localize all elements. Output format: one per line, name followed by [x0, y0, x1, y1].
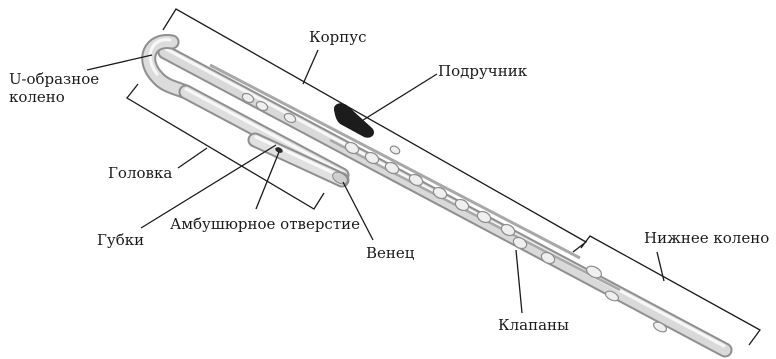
head-joint-pointer [178, 148, 207, 168]
label-embouchure-hole: Амбушюрное отверстие [170, 215, 360, 233]
body-pointer [303, 50, 318, 84]
label-thumb-rest: Подручник [438, 62, 527, 80]
label-head-joint: Головка [108, 164, 172, 182]
label-crown: Венец [366, 244, 414, 262]
thumb-rest-pointer [360, 74, 437, 122]
keys-pointer [516, 250, 522, 313]
label-lip-plate: Губки [97, 231, 144, 249]
label-u-bend: U-образное колено [9, 70, 119, 106]
label-foot-joint: Нижнее колено [644, 229, 769, 247]
label-keys: Клапаны [498, 316, 569, 334]
foot-joint-pointer [657, 252, 664, 281]
label-body: Корпус [309, 28, 366, 46]
embouchure-pointer [256, 152, 279, 209]
